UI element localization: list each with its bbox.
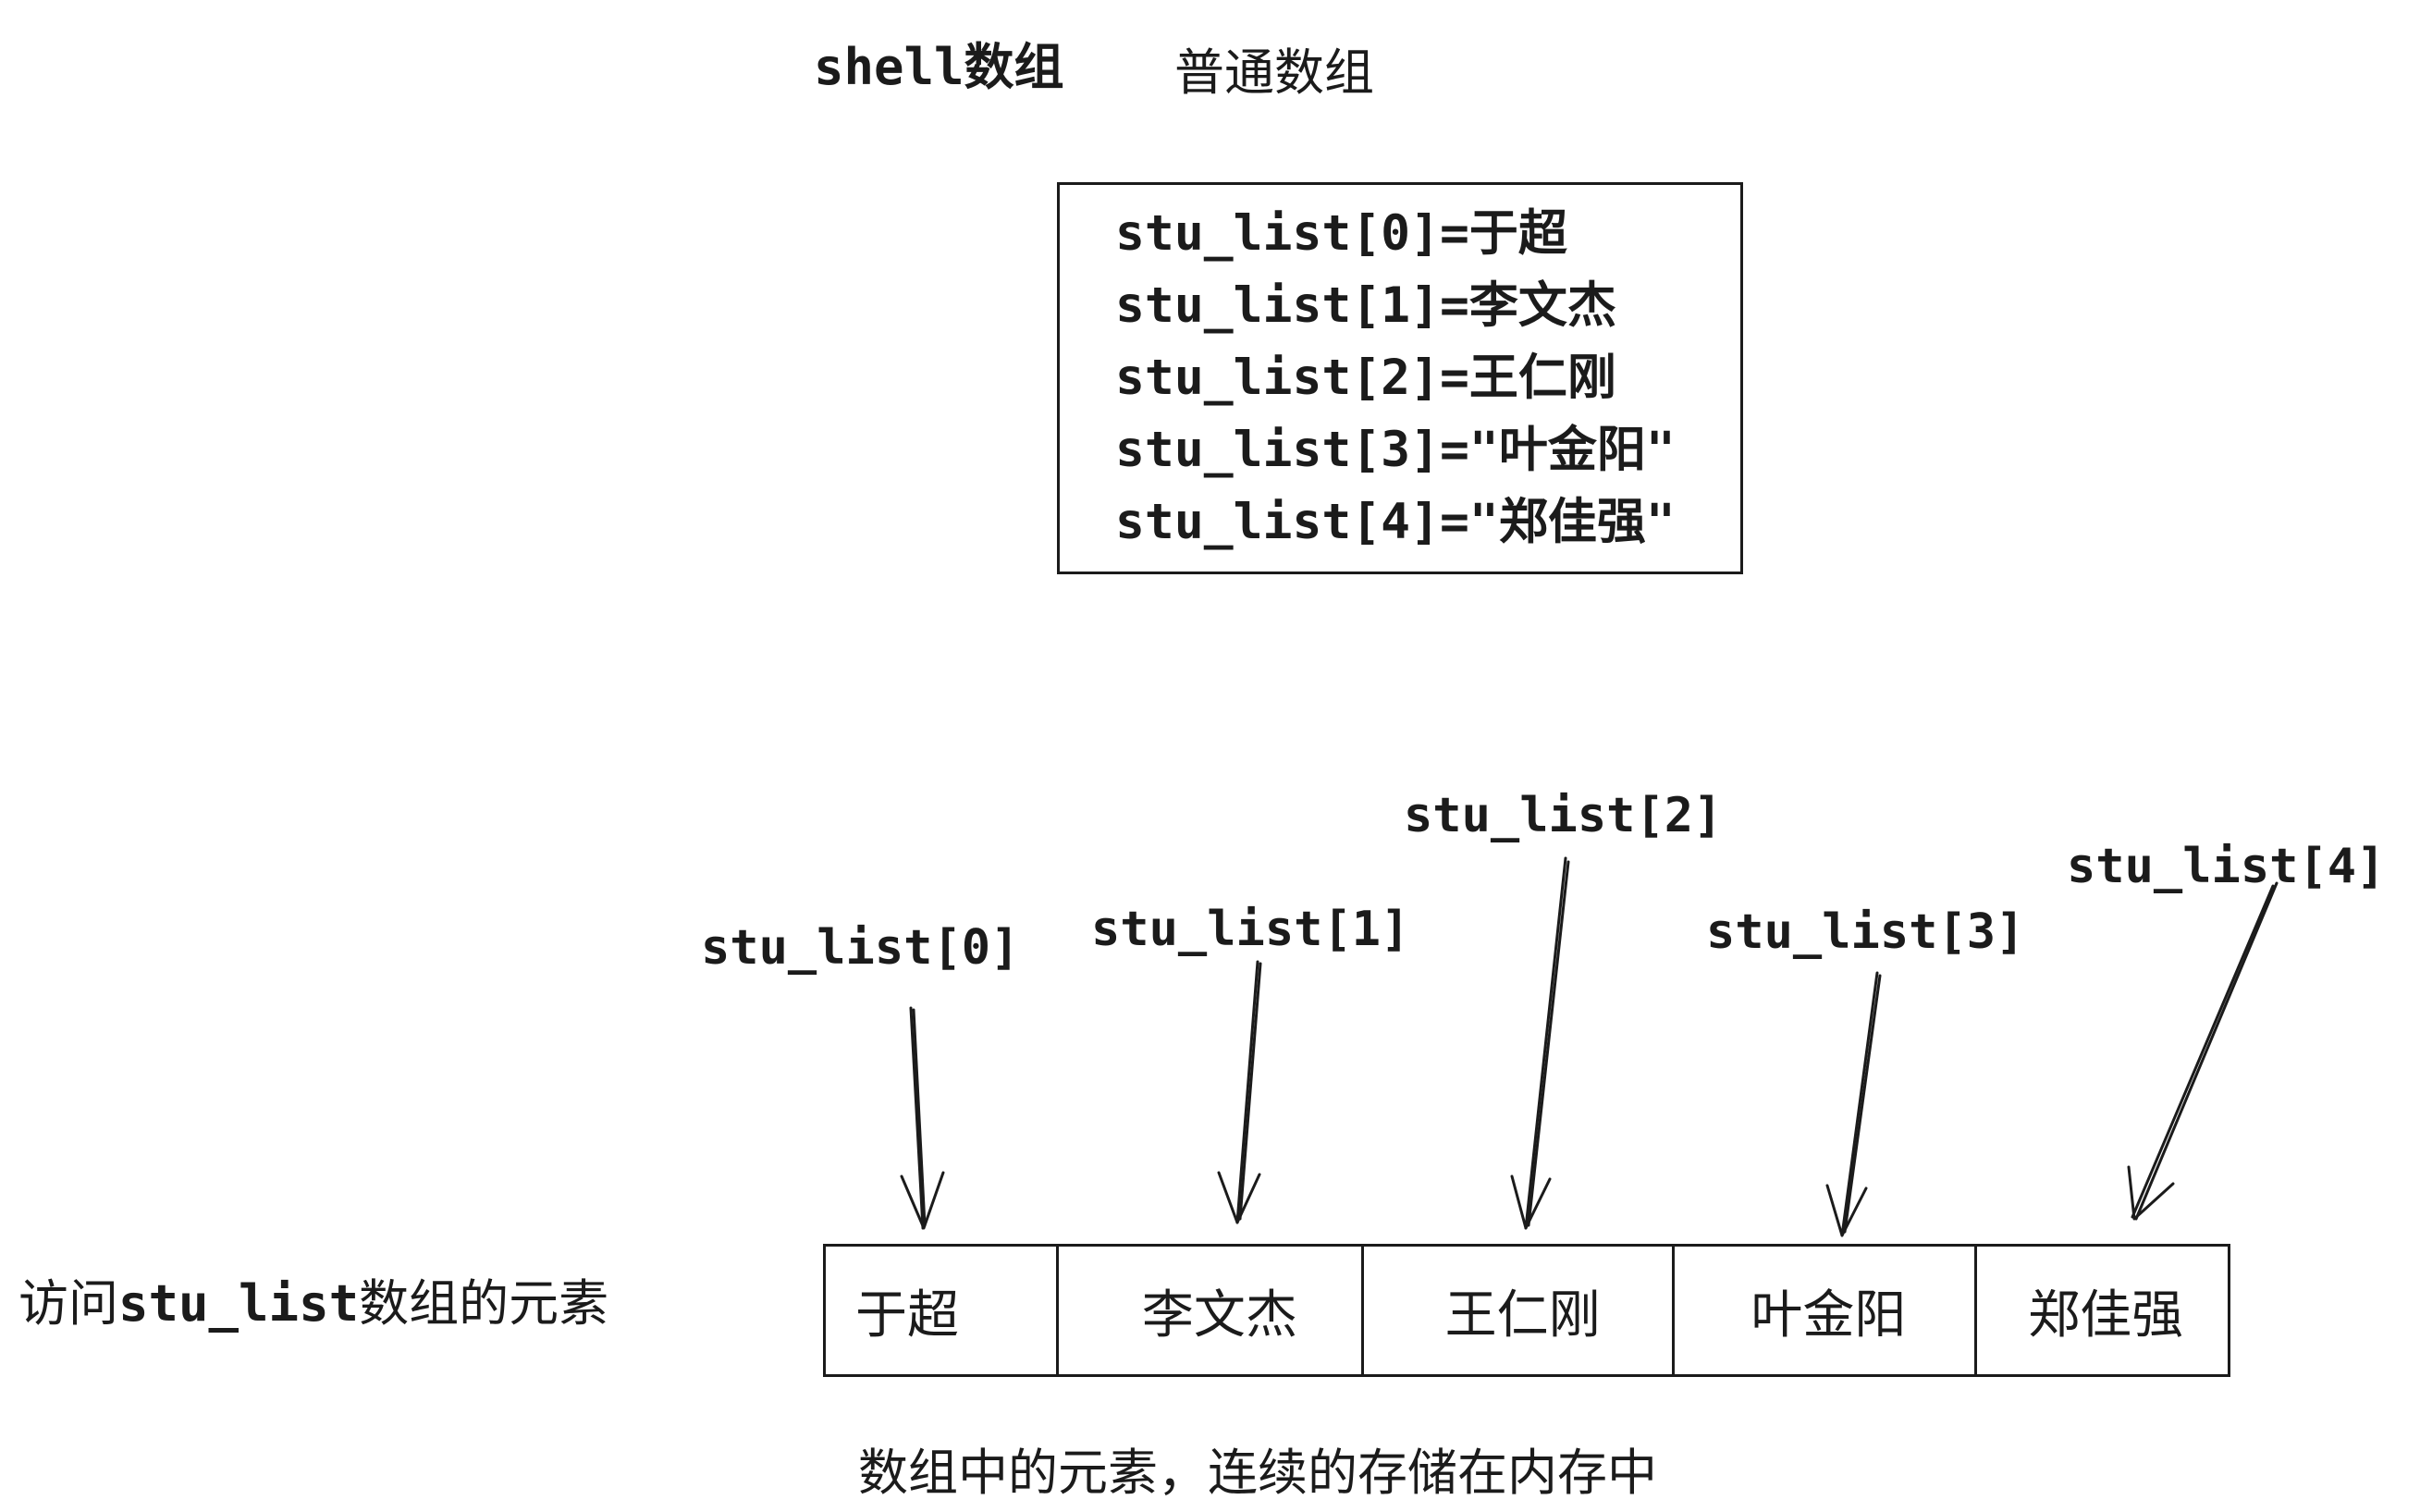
memory-cell-1: 李文杰 bbox=[1059, 1247, 1364, 1374]
index-label-2: stu_list[2] bbox=[1404, 788, 1723, 843]
access-caption-code: stu_list bbox=[118, 1274, 360, 1333]
access-caption: 访问stu_list数组的元素 bbox=[18, 1262, 608, 1335]
index-label-1: stu_list[1] bbox=[1091, 902, 1410, 957]
memory-cell-4: 郑佳强 bbox=[2028, 1285, 2184, 1346]
index-label-4: stu_list[4] bbox=[2067, 839, 2386, 894]
shell-array-label: shell数组 bbox=[814, 38, 1064, 96]
arrow-2 bbox=[1510, 856, 1570, 1230]
access-caption-suffix: 数组的元素 bbox=[359, 1274, 609, 1333]
assignment-line-2: stu_list[2]=王仁刚 bbox=[1115, 350, 1616, 406]
memory-cell-3: 叶金阳 bbox=[1675, 1247, 1978, 1374]
assignment-line-4: stu_list[4]="郑佳强" bbox=[1115, 494, 1676, 550]
access-caption-prefix: 访问 bbox=[18, 1274, 118, 1333]
assignment-line-3: stu_list[3]="叶金阳" bbox=[1115, 422, 1676, 478]
normal-array-label: 普通数组 bbox=[1174, 43, 1374, 102]
index-label-0: stu_list[0] bbox=[701, 920, 1020, 976]
assignment-line-0: stu_list[0]=于超 bbox=[1115, 205, 1567, 262]
arrow-0 bbox=[900, 1006, 945, 1230]
index-label-3: stu_list[3] bbox=[1706, 904, 2025, 960]
memory-cell-2: 王仁刚 bbox=[1364, 1247, 1676, 1374]
memory-caption: 数组中的元素，连续的存储在内存中 bbox=[858, 1444, 1657, 1502]
arrow-1 bbox=[1217, 960, 1262, 1224]
memory-strip: 于超 李文杰 王仁刚 叶金阳 郑佳强 bbox=[823, 1244, 2230, 1377]
assignment-box: stu_list[0]=于超 stu_list[1]=李文杰 stu_list[… bbox=[1057, 182, 1743, 574]
memory-cell-0: 于超 bbox=[826, 1247, 1059, 1374]
arrow-3 bbox=[1825, 971, 1882, 1237]
arrow-4 bbox=[2127, 881, 2279, 1221]
assignment-line-1: stu_list[1]=李文杰 bbox=[1115, 277, 1616, 334]
